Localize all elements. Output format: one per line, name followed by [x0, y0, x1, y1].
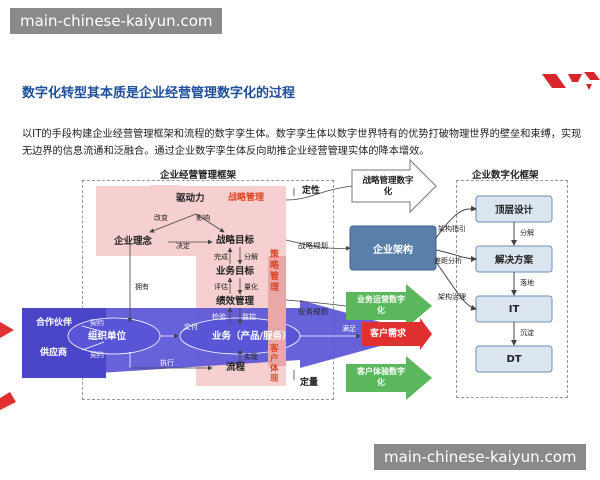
edge-pinggu: 评估	[214, 283, 228, 291]
edge-luodi: 落地	[520, 279, 534, 287]
right-panel-title: 企业数字化框架	[472, 170, 539, 181]
node-it: IT	[508, 303, 520, 315]
edge-shixian: 实现	[244, 353, 258, 361]
left-framework-frame	[82, 180, 334, 400]
node-dingceng-sheji: 顶层设计	[494, 205, 533, 216]
node-qudongli: 驱动力	[176, 193, 205, 204]
edge-lianghua: 量化	[244, 283, 258, 291]
node-zuzhi-danwei: 组织单位	[88, 331, 127, 342]
node-gongyingshang: 供应商	[40, 348, 68, 358]
edge-zhixing: 执行	[160, 359, 174, 367]
edge-jiagou-zhiyin: 架构指引	[438, 225, 466, 233]
page-title: 数字化转型其本质是企业经营管理数字化的过程	[22, 86, 296, 101]
edge-chendian: 沉淀	[520, 329, 534, 337]
edge-jueding: 决定	[176, 242, 190, 250]
node-dt: DT	[506, 353, 522, 365]
edge-wancheng: 完成	[214, 253, 228, 261]
edge-jiankong: 监控	[242, 313, 256, 321]
node-liucheng: 流程	[226, 362, 246, 373]
arrow-yewu-yunying-shuzihua: 业务运营数字化	[357, 295, 405, 315]
right-framework-frame	[456, 180, 568, 398]
brand-logo-icon	[542, 72, 600, 90]
left-panel-title: 企业经营管理框架	[160, 170, 237, 181]
edge-qiyue-1: 契约	[90, 319, 104, 327]
edge-yewu-guihua: 业务规划	[298, 307, 328, 316]
arrow-kehu-tiyan-shuzihua: 客户体验数字化	[357, 367, 405, 387]
label-dingxing: 定性	[302, 186, 321, 196]
edge-fenjie: 分解	[244, 253, 258, 261]
edge-fenjie-right: 分解	[520, 229, 534, 237]
arrow-zhanlue-guanli-shuzihua: 战略管理数字化	[362, 176, 414, 197]
edge-manzu: 满足	[342, 325, 356, 333]
node-kehu-tixian: 客户体现	[270, 344, 279, 384]
node-celue-guanli: 策略管理	[270, 250, 280, 293]
edge-zhanlue-guihua: 战略规划	[298, 241, 328, 250]
edge-jianyan: 检验	[212, 313, 226, 321]
node-jixiao-guanli: 绩效管理	[216, 296, 255, 307]
watermark-bottom: main-chinese-kaiyun.com	[374, 444, 587, 470]
intro-paragraph: 以IT的手段构建企业经营管理框架和流程的数字孪生体。数字孪生体以数字世界特有的优…	[22, 129, 582, 157]
node-kehu-xuqiu: 客户需求	[370, 329, 407, 339]
edge-gaibian: 改变	[154, 214, 168, 222]
node-zhanlue-mubiao: 战略目标	[216, 235, 255, 246]
watermark-top: main-chinese-kaiyun.com	[10, 8, 223, 34]
edge-jiaofu: 交付	[184, 323, 198, 331]
edge-yingxiang: 影响	[196, 214, 210, 222]
label-dingliang: 定量	[300, 378, 319, 388]
edge-jiagou-zhili: 架构治理	[438, 293, 466, 301]
edge-qiyue-2: 契约	[90, 351, 104, 359]
node-zhanlue-guanli: 战略管理	[228, 193, 265, 203]
node-qiye-jiagou: 企业架构	[373, 244, 413, 256]
node-jiejue-fangan: 解决方案	[494, 255, 533, 266]
edge-yongyou: 拥有	[135, 283, 149, 291]
node-hezuo-huoban: 合作伙伴	[36, 318, 73, 328]
node-yewu-mubiao: 业务目标	[216, 266, 255, 277]
node-yewu-chanpin: 业务（产品/服务）	[212, 331, 292, 342]
node-qiye-linian: 企业理念	[114, 236, 153, 247]
edge-chayi-fenxi: 差距分析	[434, 257, 462, 265]
